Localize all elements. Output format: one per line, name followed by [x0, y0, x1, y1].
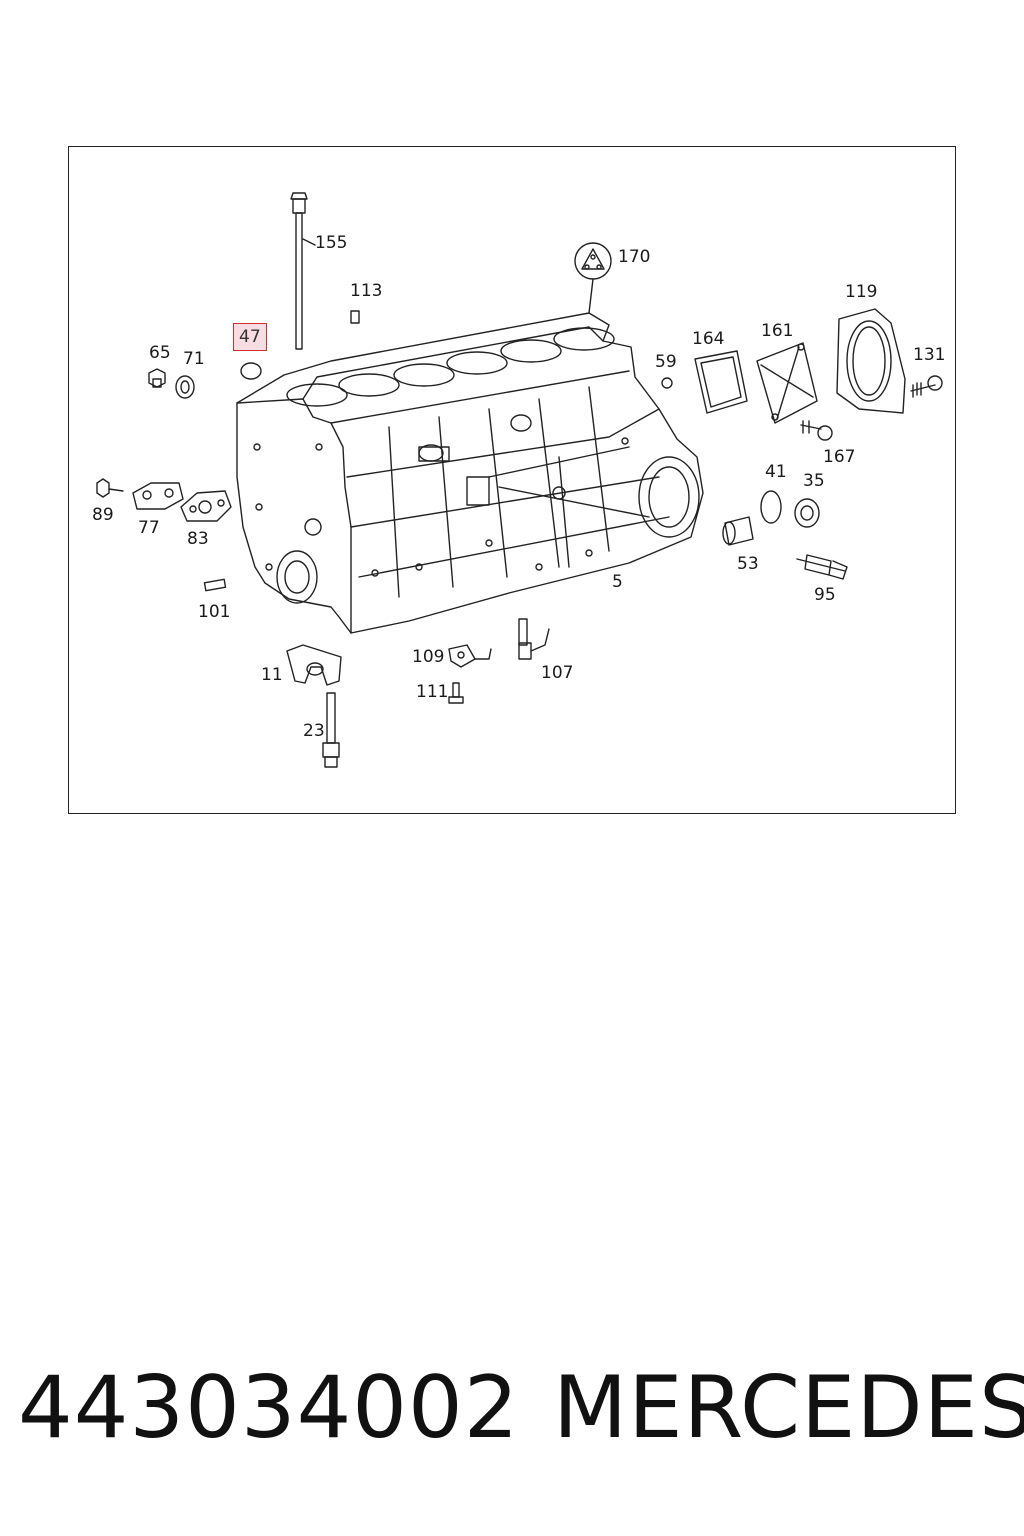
- sleeve-part: [722, 516, 754, 546]
- label-113[interactable]: 113: [350, 281, 383, 301]
- label-131[interactable]: 131: [913, 345, 946, 365]
- seal-35-part: [794, 498, 820, 528]
- part-number: 443034002: [18, 1358, 520, 1458]
- label-83[interactable]: 83: [187, 529, 209, 549]
- label-23[interactable]: 23: [303, 721, 325, 741]
- label-119[interactable]: 119: [845, 282, 878, 302]
- bearing-cap-part: [286, 644, 342, 686]
- screw-111-part: [448, 682, 464, 704]
- sensor-95-part: [796, 554, 848, 580]
- label-47-highlighted[interactable]: 47: [233, 323, 267, 351]
- cover-77-part: [132, 482, 184, 510]
- label-107[interactable]: 107: [541, 663, 574, 683]
- ball-part: [661, 377, 673, 389]
- rear-cover-part: [836, 308, 906, 414]
- product-caption: 443034002 MERCEDES: [18, 1358, 1024, 1468]
- label-53[interactable]: 53: [737, 554, 759, 574]
- bolt-167-part: [800, 420, 833, 441]
- dowel-part: [350, 310, 360, 324]
- label-161[interactable]: 161: [761, 321, 794, 341]
- label-167[interactable]: 167: [823, 447, 856, 467]
- o-ring-part: [760, 490, 782, 524]
- label-101[interactable]: 101: [198, 602, 231, 622]
- core-plug-part: [240, 362, 262, 380]
- label-95[interactable]: 95: [814, 585, 836, 605]
- leader-155: [302, 238, 316, 246]
- label-77[interactable]: 77: [138, 518, 160, 538]
- cover-plate-part: [574, 242, 612, 314]
- label-71[interactable]: 71: [183, 349, 205, 369]
- brand-name: MERCEDES: [553, 1358, 1024, 1458]
- screw-plug-part: [148, 368, 166, 388]
- bolt-89-part: [96, 478, 124, 498]
- bolt-131-part: [910, 375, 943, 398]
- gasket-83-part: [180, 490, 232, 522]
- label-170[interactable]: 170: [618, 247, 651, 267]
- label-59[interactable]: 59: [655, 352, 677, 372]
- gasket-164-part: [694, 350, 748, 414]
- label-109[interactable]: 109: [412, 647, 445, 667]
- seal-ring-part: [175, 375, 195, 399]
- parts-diagram-frame: 155 113 170 119 47 65 71 164 161 59 131 …: [68, 146, 956, 814]
- head-bolt-part: [290, 192, 308, 350]
- bolt-23-part: [322, 692, 340, 768]
- pin-part: [203, 578, 227, 592]
- label-41[interactable]: 41: [765, 462, 787, 482]
- sensor-107-part: [518, 618, 550, 660]
- label-111[interactable]: 111: [416, 682, 449, 702]
- engine-block-drawing: [96, 192, 943, 768]
- label-5[interactable]: 5: [612, 572, 623, 592]
- cover-161-part: [756, 342, 818, 424]
- label-11[interactable]: 11: [261, 665, 283, 685]
- engine-block-part: [236, 312, 704, 634]
- label-65[interactable]: 65: [149, 343, 171, 363]
- label-89[interactable]: 89: [92, 505, 114, 525]
- label-155[interactable]: 155: [315, 233, 348, 253]
- label-164[interactable]: 164: [692, 329, 725, 349]
- label-35[interactable]: 35: [803, 471, 825, 491]
- sensor-109-part: [448, 644, 492, 668]
